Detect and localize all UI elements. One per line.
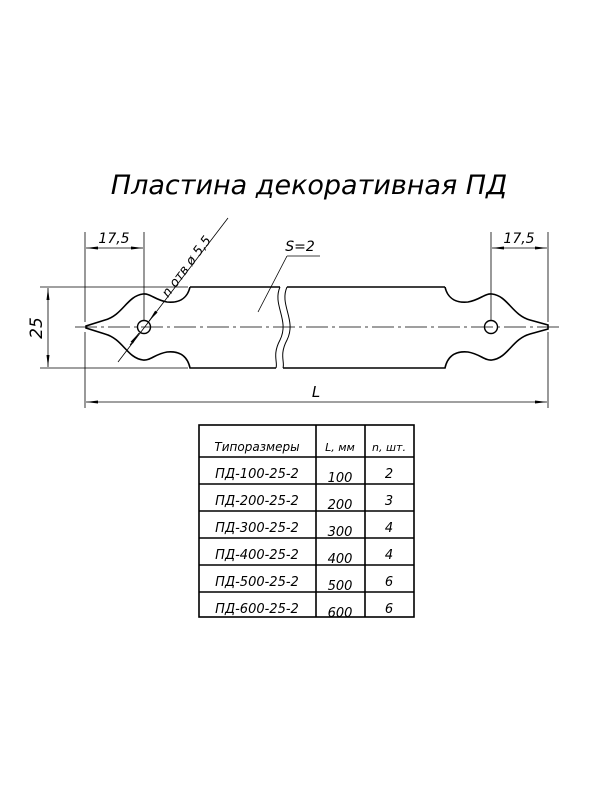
- hole-right: [483, 319, 499, 335]
- header-count: n, шт.: [372, 441, 406, 454]
- cell-type: ПД-400-25-2: [215, 548, 299, 563]
- table-row: ПД-300-25-2 300 4: [215, 521, 393, 540]
- cell-type: ПД-500-25-2: [215, 575, 299, 590]
- header-type: Типоразмеры: [214, 440, 299, 454]
- sizes-table-grid: [198, 424, 415, 618]
- cell-type: ПД-300-25-2: [215, 521, 299, 536]
- plate-outline: [85, 286, 549, 369]
- cell-count: 2: [385, 467, 393, 482]
- hole-left: [136, 319, 152, 335]
- sizes-table: Типоразмеры L, мм n, шт. ПД-100-25-2 100 2…: [214, 440, 406, 621]
- cell-length: 100: [328, 471, 353, 486]
- dim-right-offset: 17,5: [503, 231, 534, 247]
- table-row: ПД-200-25-2 200 3: [215, 494, 393, 513]
- cell-type: ПД-100-25-2: [215, 467, 299, 482]
- cell-count: 4: [385, 521, 393, 536]
- cell-count: 6: [385, 575, 393, 590]
- cell-length: 400: [328, 552, 353, 567]
- dim-length: L: [312, 383, 320, 401]
- cell-count: 6: [385, 602, 393, 617]
- cell-length: 600: [328, 606, 353, 621]
- cell-length: 300: [328, 525, 353, 540]
- dim-width: 25: [27, 317, 47, 339]
- cell-count: 4: [385, 548, 393, 563]
- cell-type: ПД-200-25-2: [215, 494, 299, 509]
- dim-holes: n отв ø 5,5: [159, 234, 215, 301]
- drawing-title: Пластина декоративная ПД: [111, 170, 507, 201]
- cell-type: ПД-600-25-2: [215, 602, 299, 617]
- table-row: ПД-100-25-2 100 2: [215, 467, 393, 486]
- dim-thickness: S=2: [285, 239, 315, 255]
- table-row: ПД-500-25-2 500 6: [215, 575, 393, 594]
- table-row: ПД-600-25-2 600 6: [215, 602, 393, 621]
- cell-count: 3: [385, 494, 393, 509]
- cell-length: 500: [328, 579, 353, 594]
- dim-left-offset: 17,5: [98, 231, 129, 247]
- cell-length: 200: [328, 498, 353, 513]
- table-row: ПД-400-25-2 400 4: [215, 548, 393, 567]
- header-length: L, мм: [325, 441, 355, 454]
